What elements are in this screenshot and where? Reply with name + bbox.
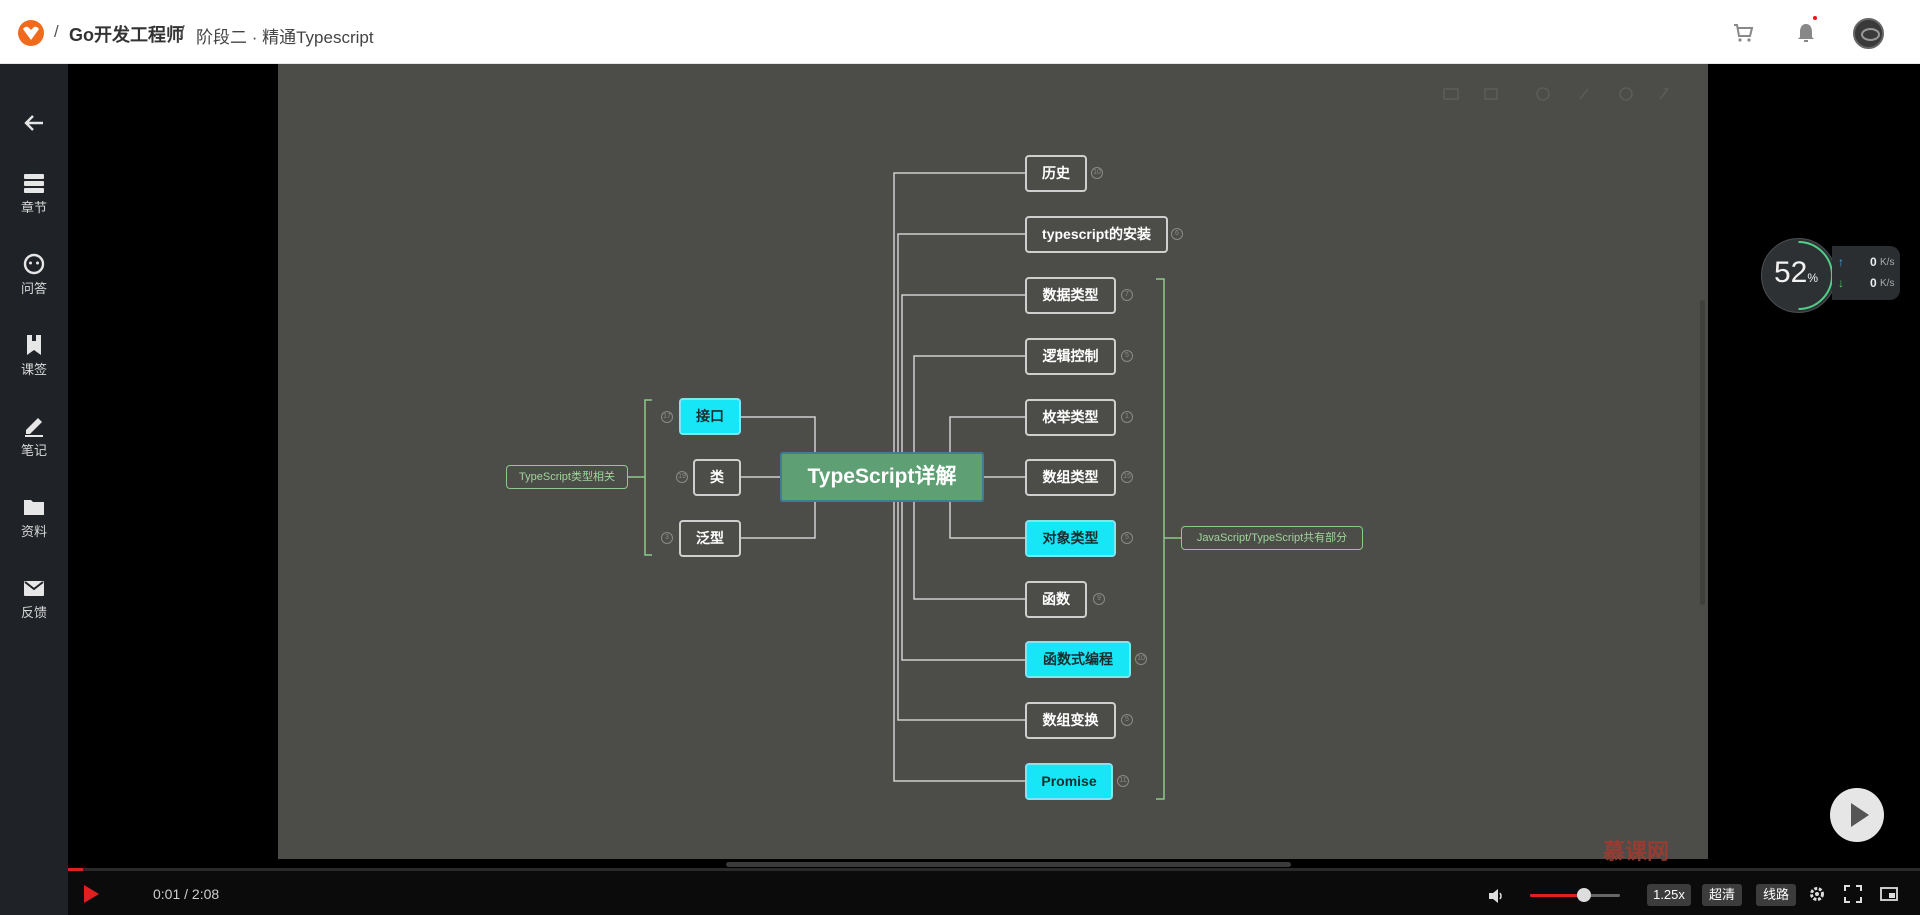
upload-row: ↑ 0 K/s (1838, 255, 1898, 269)
mindmap-badge: 3 (661, 532, 673, 544)
video-progress-bar[interactable] (68, 868, 1920, 871)
top-header: / Go开发工程师 / 阶段二 · 精通Typescript (0, 0, 1920, 64)
mindmap-group-tag-right: JavaScript/TypeScript共有部分 (1181, 526, 1363, 550)
mindmap-node: 接口 (679, 398, 741, 435)
mindmap-node: Promise (1025, 763, 1113, 800)
sidebar-item-label: 问答 (20, 281, 47, 296)
mindmap-badge: 5 (1121, 532, 1133, 544)
sidebar-item-materials[interactable]: 资料 (0, 496, 68, 540)
pencil-icon (25, 418, 43, 437)
bell-icon[interactable] (1795, 22, 1817, 48)
speed-button[interactable]: 1.25x (1647, 884, 1691, 906)
mindmap-node: 逻辑控制 (1025, 338, 1116, 375)
mindmap-group-tag-left: TypeScript类型相关 (506, 465, 628, 489)
back-arrow-icon (24, 115, 43, 131)
player-control-bar (68, 868, 1920, 915)
sidebar-item-label: 章节 (20, 200, 47, 215)
mindmap-node: typescript的安装 (1025, 216, 1168, 253)
mindmap-badge: 6 (1171, 228, 1183, 240)
mindmap-badge: 5 (1121, 714, 1133, 726)
sidebar-item-qa[interactable]: 问答 (0, 253, 68, 297)
mindmap-node: 函数 (1025, 581, 1087, 618)
download-arrow-icon: ↓ (1838, 276, 1844, 290)
sidebar-item-back[interactable] (0, 112, 68, 134)
bookmark-icon (27, 335, 41, 355)
mindmap-node: 对象类型 (1025, 520, 1116, 557)
cart-icon[interactable] (1732, 22, 1754, 48)
breadcrumb-separator: / (54, 22, 59, 41)
settings-gear-icon[interactable] (1808, 885, 1826, 907)
mindmap-badge: 9 (1093, 593, 1105, 605)
mindmap-badge: 10 (1135, 653, 1147, 665)
mindmap-node: 泛型 (679, 520, 741, 557)
mindmap-node: 数组变换 (1025, 702, 1116, 739)
mindmap-badge: 11 (1117, 775, 1129, 787)
qa-icon (23, 253, 45, 275)
slide-vertical-scrollbar (1700, 300, 1705, 605)
mindmap-node: 数组类型 (1025, 459, 1116, 496)
upload-value: 0 (1870, 255, 1877, 269)
mindmap-node: 类 (693, 459, 741, 496)
chapters-icon (24, 174, 44, 193)
line-button[interactable]: 线路 (1756, 884, 1796, 906)
cpu-unit: % (1807, 271, 1819, 285)
mindmap-node: 枚举类型 (1025, 399, 1116, 436)
sidebar-item-label: 课签 (20, 362, 47, 377)
sidebar-item-label: 笔记 (20, 443, 47, 458)
site-logo-icon[interactable] (18, 20, 44, 46)
download-value: 0 (1870, 276, 1877, 290)
mindmap-badge: 5 (1121, 350, 1133, 362)
big-play-button[interactable] (1830, 788, 1884, 842)
video-frame-mindmap (278, 64, 1708, 859)
breadcrumb-separator: / (180, 22, 185, 41)
slide-toolbar-icons (1443, 87, 1669, 101)
sidebar-item-chapters[interactable]: 章节 (0, 172, 68, 216)
mindmap-node: 数据类型 (1025, 277, 1116, 314)
breadcrumb-course[interactable]: Go开发工程师 (69, 25, 184, 45)
breadcrumb-lesson: 阶段二 · 精通Typescript (196, 28, 374, 47)
play-button[interactable] (84, 885, 99, 903)
network-speed-panel: ↑ 0 K/s ↓ 0 K/s (1832, 246, 1900, 300)
picture-in-picture-icon[interactable] (1880, 885, 1898, 907)
mindmap-badge: 19 (676, 471, 688, 483)
watermark-logo: 慕课网 (1603, 839, 1670, 864)
notification-dot (1813, 16, 1817, 20)
mindmap-badge: 7 (1121, 289, 1133, 301)
avatar[interactable] (1853, 18, 1884, 49)
quality-button[interactable]: 超清 (1702, 884, 1742, 906)
volume-knob[interactable] (1577, 888, 1591, 902)
volume-slider[interactable] (1530, 894, 1620, 897)
mindmap-badge: 10 (1091, 167, 1103, 179)
sidebar-item-label: 反馈 (20, 605, 47, 620)
sidebar-item-notes[interactable]: 笔记 (0, 415, 68, 459)
sidebar-item-label: 资料 (20, 524, 47, 539)
upload-unit: K/s (1880, 257, 1895, 268)
sidebar-item-bookmark[interactable]: 课签 (0, 334, 68, 378)
download-unit: K/s (1880, 278, 1895, 289)
video-progress-fill (68, 868, 83, 871)
folder-icon (24, 500, 44, 515)
mail-icon (24, 581, 44, 596)
upload-arrow-icon: ↑ (1838, 255, 1844, 269)
cpu-value: 52 (1774, 256, 1808, 289)
mindmap-badge: 1 (1121, 411, 1133, 423)
mindmap-node: 函数式编程 (1025, 641, 1131, 678)
playback-time: 0:01 / 2:08 (153, 886, 220, 902)
mindmap-center-node: TypeScript详解 (780, 452, 984, 502)
fullscreen-icon[interactable] (1844, 885, 1862, 907)
slide-horizontal-scrollbar (726, 862, 1291, 867)
volume-icon[interactable] (1487, 887, 1505, 909)
sidebar-item-feedback[interactable]: 反馈 (0, 577, 68, 621)
left-sidebar: 章节 问答 课签 笔记 资料 反馈 (0, 64, 68, 915)
mindmap-node: 历史 (1025, 155, 1087, 192)
cpu-gauge: 52% (1761, 238, 1836, 313)
download-row: ↓ 0 K/s (1838, 276, 1898, 290)
mindmap-badge: 17 (661, 411, 673, 423)
volume-fill (1530, 894, 1584, 897)
mindmap-badge: 15 (1121, 471, 1133, 483)
